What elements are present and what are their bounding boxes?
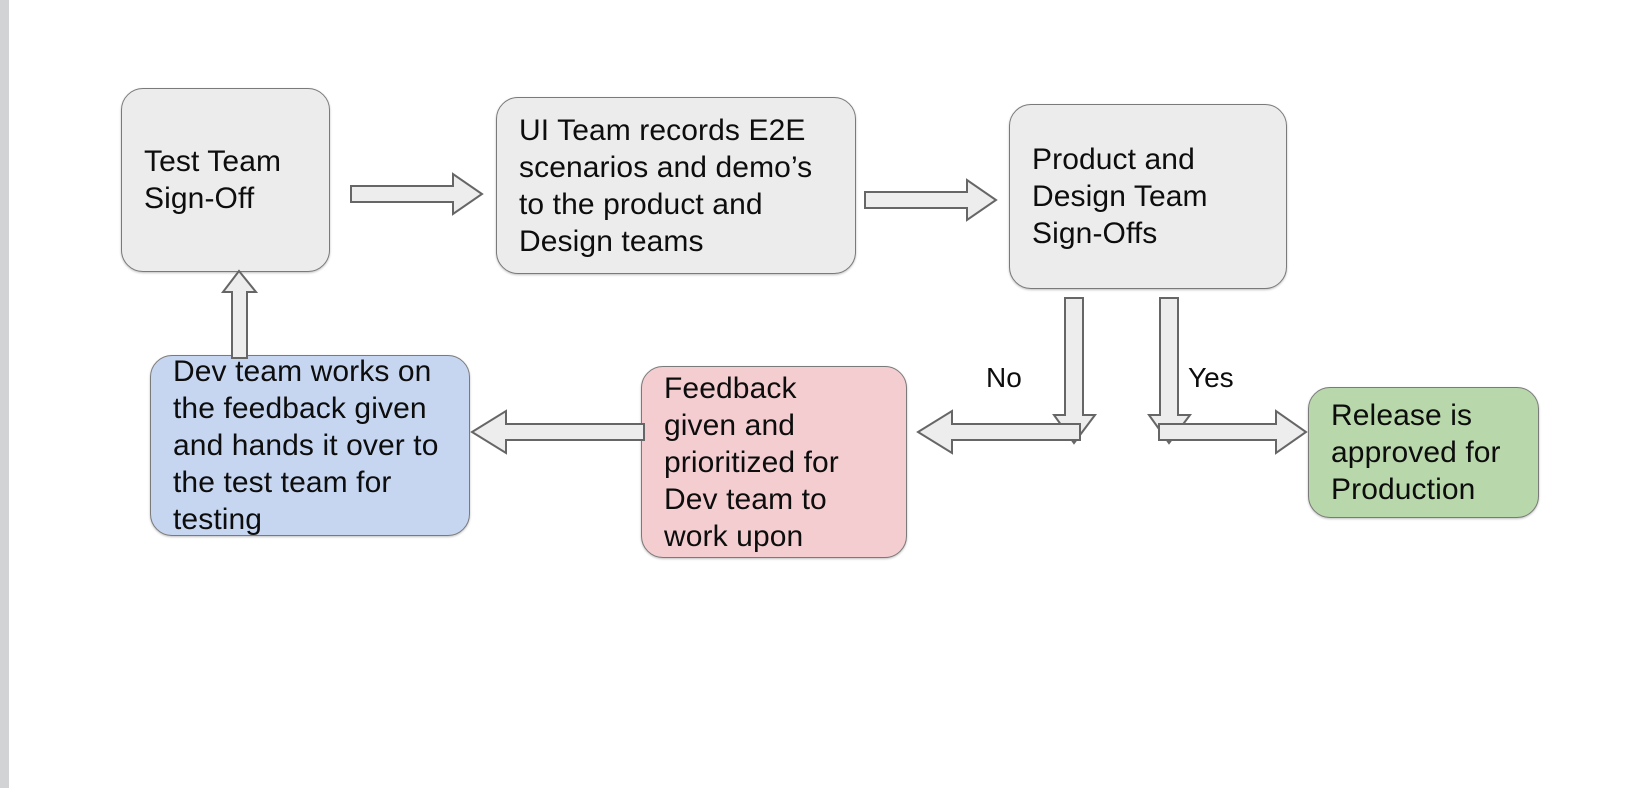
branch-label-yes: Yes — [1188, 362, 1234, 393]
slide-edge-strip — [0, 0, 9, 788]
node-product-design-sign-offs-label: Product and Design Team Sign-Offs — [1032, 143, 1208, 250]
node-product-design-sign-offs[interactable]: Product and Design Team Sign-Offs — [1009, 104, 1287, 289]
node-ui-team-records[interactable]: UI Team records E2E scenarios and demo’s… — [496, 97, 856, 274]
arrow-test-to-ui — [350, 172, 484, 216]
node-feedback-given[interactable]: Feedback given and prioritized for Dev t… — [641, 366, 907, 558]
arrow-feedback-to-dev — [470, 409, 646, 455]
node-feedback-given-label: Feedback given and prioritized for Dev t… — [664, 371, 839, 553]
node-release-approved[interactable]: Release is approved for Production — [1308, 387, 1539, 518]
node-ui-team-records-label: UI Team records E2E scenarios and demo’s… — [519, 113, 813, 258]
arrow-yes-to-release — [1158, 409, 1308, 455]
node-dev-team-works-label: Dev team works on the feedback given and… — [173, 355, 439, 536]
node-test-team-sign-off-label: Test Team Sign-Off — [144, 145, 282, 215]
node-release-approved-label: Release is approved for Production — [1331, 399, 1501, 506]
arrow-ui-to-product-design — [864, 178, 998, 222]
arrow-dev-to-test — [220, 269, 259, 360]
arrow-no-down — [1052, 297, 1097, 445]
node-test-team-sign-off[interactable]: Test Team Sign-Off — [121, 88, 330, 272]
branch-label-no: No — [986, 362, 1022, 393]
node-dev-team-works[interactable]: Dev team works on the feedback given and… — [150, 355, 470, 536]
arrow-no-to-feedback — [916, 409, 1082, 455]
